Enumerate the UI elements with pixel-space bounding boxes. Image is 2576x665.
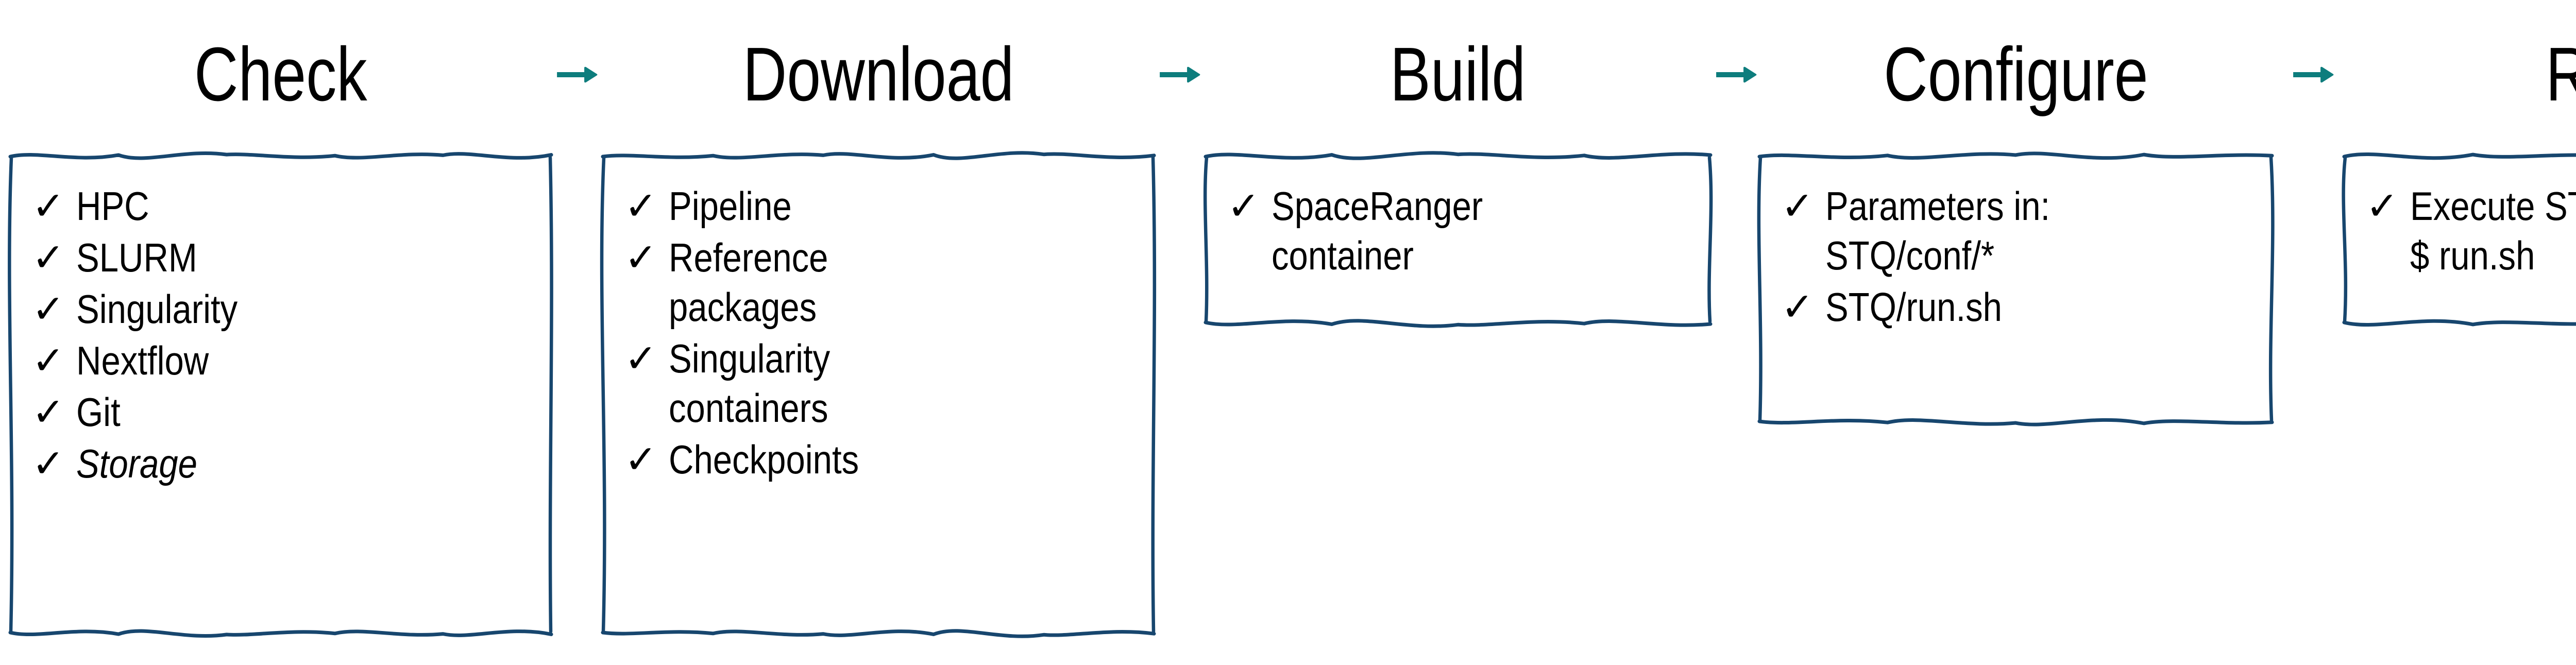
check-icon: ✓ xyxy=(32,234,65,280)
check-icon: ✓ xyxy=(2366,183,2399,229)
note-item-label: SpaceRanger container xyxy=(1272,183,1483,278)
check-icon: ✓ xyxy=(624,436,657,482)
stage-title-label: Download xyxy=(742,32,1014,117)
note-item-label: Git xyxy=(76,389,121,435)
stage-header-row: CheckDownloadBuildConfigureRunViewConnec… xyxy=(0,0,2576,149)
check-icon: ✓ xyxy=(1227,183,1260,229)
stage-title-label: Build xyxy=(1390,32,1526,117)
check-icon: ✓ xyxy=(1781,284,1814,330)
note-items-download: ✓ Pipeline ✓ Reference packages ✓ Singularity… xyxy=(598,149,1159,486)
note-item: ✓ Checkpoints xyxy=(620,435,1146,484)
note-card-configure: ✓Parameters in: STQ/conf/*✓STQ/run.sh xyxy=(1754,149,2277,428)
note-item-label: STQ/run.sh xyxy=(1825,284,2002,330)
note-item: ✓Parameters in: STQ/conf/* xyxy=(1777,181,2264,280)
flow-arrow-5 xyxy=(1716,0,1757,149)
stage-title-label: Check xyxy=(194,32,367,117)
note-item: ✓STQ/run.sh xyxy=(1777,282,2264,332)
check-icon: ✓ xyxy=(32,286,65,332)
check-icon: ✓ xyxy=(624,183,657,229)
right-arrow-icon xyxy=(1160,66,1200,83)
note-item-label: Reference packages xyxy=(669,235,828,330)
flow-arrow-3 xyxy=(1159,0,1200,149)
stage-title-run: Run xyxy=(2339,0,2576,149)
right-arrow-icon xyxy=(557,66,598,83)
check-icon: ✓ xyxy=(624,335,657,381)
note-item: ✓Singularity xyxy=(28,284,543,334)
note-item: ✓Git xyxy=(28,387,543,437)
note-item: ✓ Reference packages xyxy=(620,233,1146,332)
check-icon: ✓ xyxy=(32,440,65,486)
note-item-label: Singularity xyxy=(76,286,238,332)
note-item: ✓Nextflow xyxy=(28,336,543,385)
note-item: ✓SLURM xyxy=(28,233,543,282)
stage-title-label: Run xyxy=(2546,37,2576,113)
note-card-run: ✓Execute STQ: $ run.sh xyxy=(2339,149,2576,329)
check-icon: ✓ xyxy=(624,234,657,280)
flow-arrow-7 xyxy=(2293,0,2334,149)
note-item: ✓ Singularity containers xyxy=(620,334,1146,433)
flow-arrow-1 xyxy=(556,0,598,149)
note-item-label: Storage xyxy=(76,441,197,486)
note-item: ✓HPC xyxy=(28,181,543,231)
stage-title-build: Build xyxy=(1200,0,1716,149)
note-card-build: ✓ SpaceRanger container xyxy=(1200,149,1716,329)
right-arrow-icon xyxy=(2293,66,2334,83)
note-item-label: Singularity containers xyxy=(669,336,831,431)
note-item-label: Parameters in: STQ/conf/* xyxy=(1825,183,2050,278)
stage-notes-row: ✓HPC✓SLURM✓Singularity✓Nextflow✓Git✓Stor… xyxy=(0,149,2576,665)
stage-title-configure: Configure xyxy=(1754,0,2277,149)
note-items-build: ✓ SpaceRanger container xyxy=(1200,149,1716,282)
stage-title-download: Download xyxy=(598,0,1159,149)
note-item-label: Pipeline xyxy=(669,183,792,229)
check-icon: ✓ xyxy=(32,337,65,383)
note-items-configure: ✓Parameters in: STQ/conf/*✓STQ/run.sh xyxy=(1754,149,2277,334)
note-item: ✓Execute STQ: $ run.sh xyxy=(2362,181,2576,280)
right-arrow-icon xyxy=(1716,66,1757,83)
note-item: ✓Storage xyxy=(28,439,543,488)
check-icon: ✓ xyxy=(1781,183,1814,229)
check-icon: ✓ xyxy=(32,389,65,435)
note-item-label: Nextflow xyxy=(76,338,209,383)
note-item-label: Checkpoints xyxy=(669,437,859,482)
stage-title-label: Configure xyxy=(1883,32,2148,117)
note-items-run: ✓Execute STQ: $ run.sh xyxy=(2339,149,2576,282)
note-item-label: Execute STQ: $ run.sh xyxy=(2410,183,2576,278)
note-card-download: ✓ Pipeline ✓ Reference packages ✓ Singularity… xyxy=(598,149,1159,639)
note-items-check: ✓HPC✓SLURM✓Singularity✓Nextflow✓Git✓Stor… xyxy=(5,149,556,490)
note-item-label: HPC xyxy=(76,183,149,229)
note-item-label: SLURM xyxy=(76,235,197,280)
note-item: ✓ Pipeline xyxy=(620,181,1146,231)
stage-title-check: Check xyxy=(5,0,556,149)
check-icon: ✓ xyxy=(32,183,65,229)
note-card-check: ✓HPC✓SLURM✓Singularity✓Nextflow✓Git✓Stor… xyxy=(5,149,556,639)
note-item: ✓ SpaceRanger container xyxy=(1223,181,1702,280)
